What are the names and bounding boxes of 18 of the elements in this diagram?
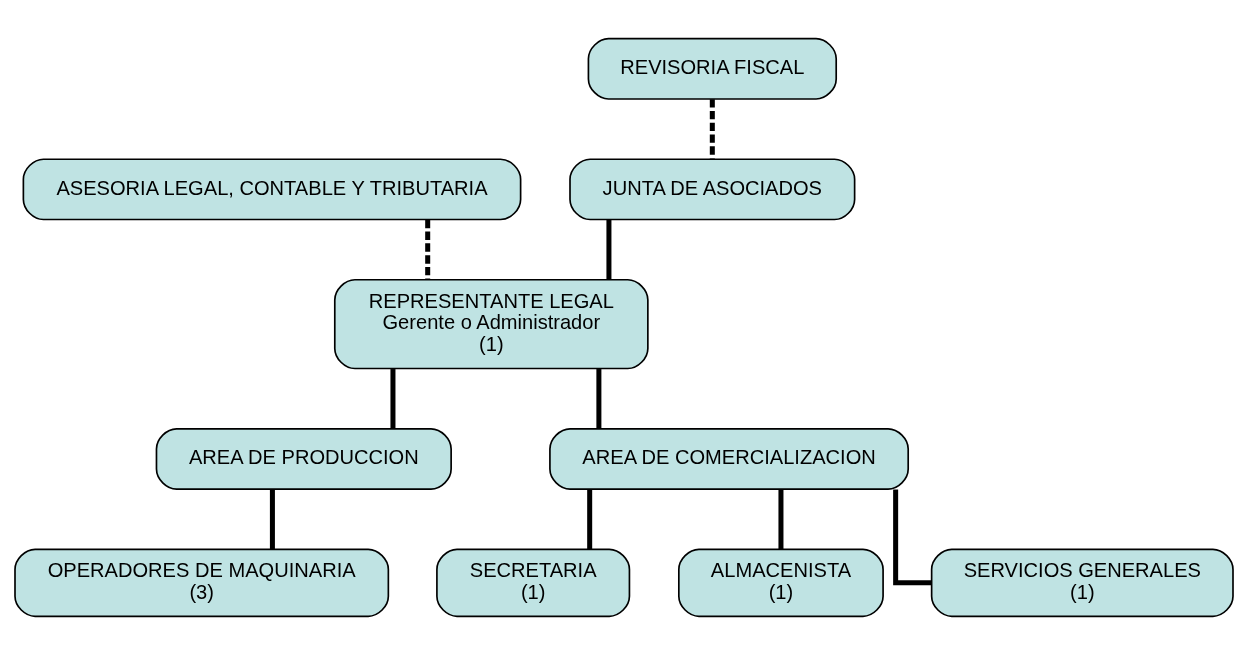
node-box: REPRESENTANTE LEGAL Gerente o Administrador (1) xyxy=(333,278,649,369)
node-box: SECRETARIA (1) xyxy=(436,548,631,617)
connector xyxy=(893,489,932,585)
node-box: AREA DE PRODUCCION xyxy=(155,427,452,490)
connector xyxy=(390,368,396,429)
node-box: ALMACENISTA (1) xyxy=(678,548,884,617)
connector xyxy=(709,98,715,159)
connector xyxy=(606,219,612,279)
node-box: AREA DE COMERCIALIZACION xyxy=(549,427,910,490)
node-box: OPERADORES DE MAQUINARIA (3) xyxy=(14,548,390,617)
node-box: ASESORIA LEGAL, CONTABLE Y TRIBUTARIA xyxy=(22,157,522,220)
node-box: SERVICIOS GENERALES (1) xyxy=(930,548,1234,617)
connector xyxy=(596,368,602,429)
node-box: JUNTA DE ASOCIADOS xyxy=(569,157,856,220)
connector xyxy=(587,489,593,549)
node-box: REVISORIA FISCAL xyxy=(587,37,838,100)
connector xyxy=(269,489,275,549)
connector xyxy=(778,489,784,549)
